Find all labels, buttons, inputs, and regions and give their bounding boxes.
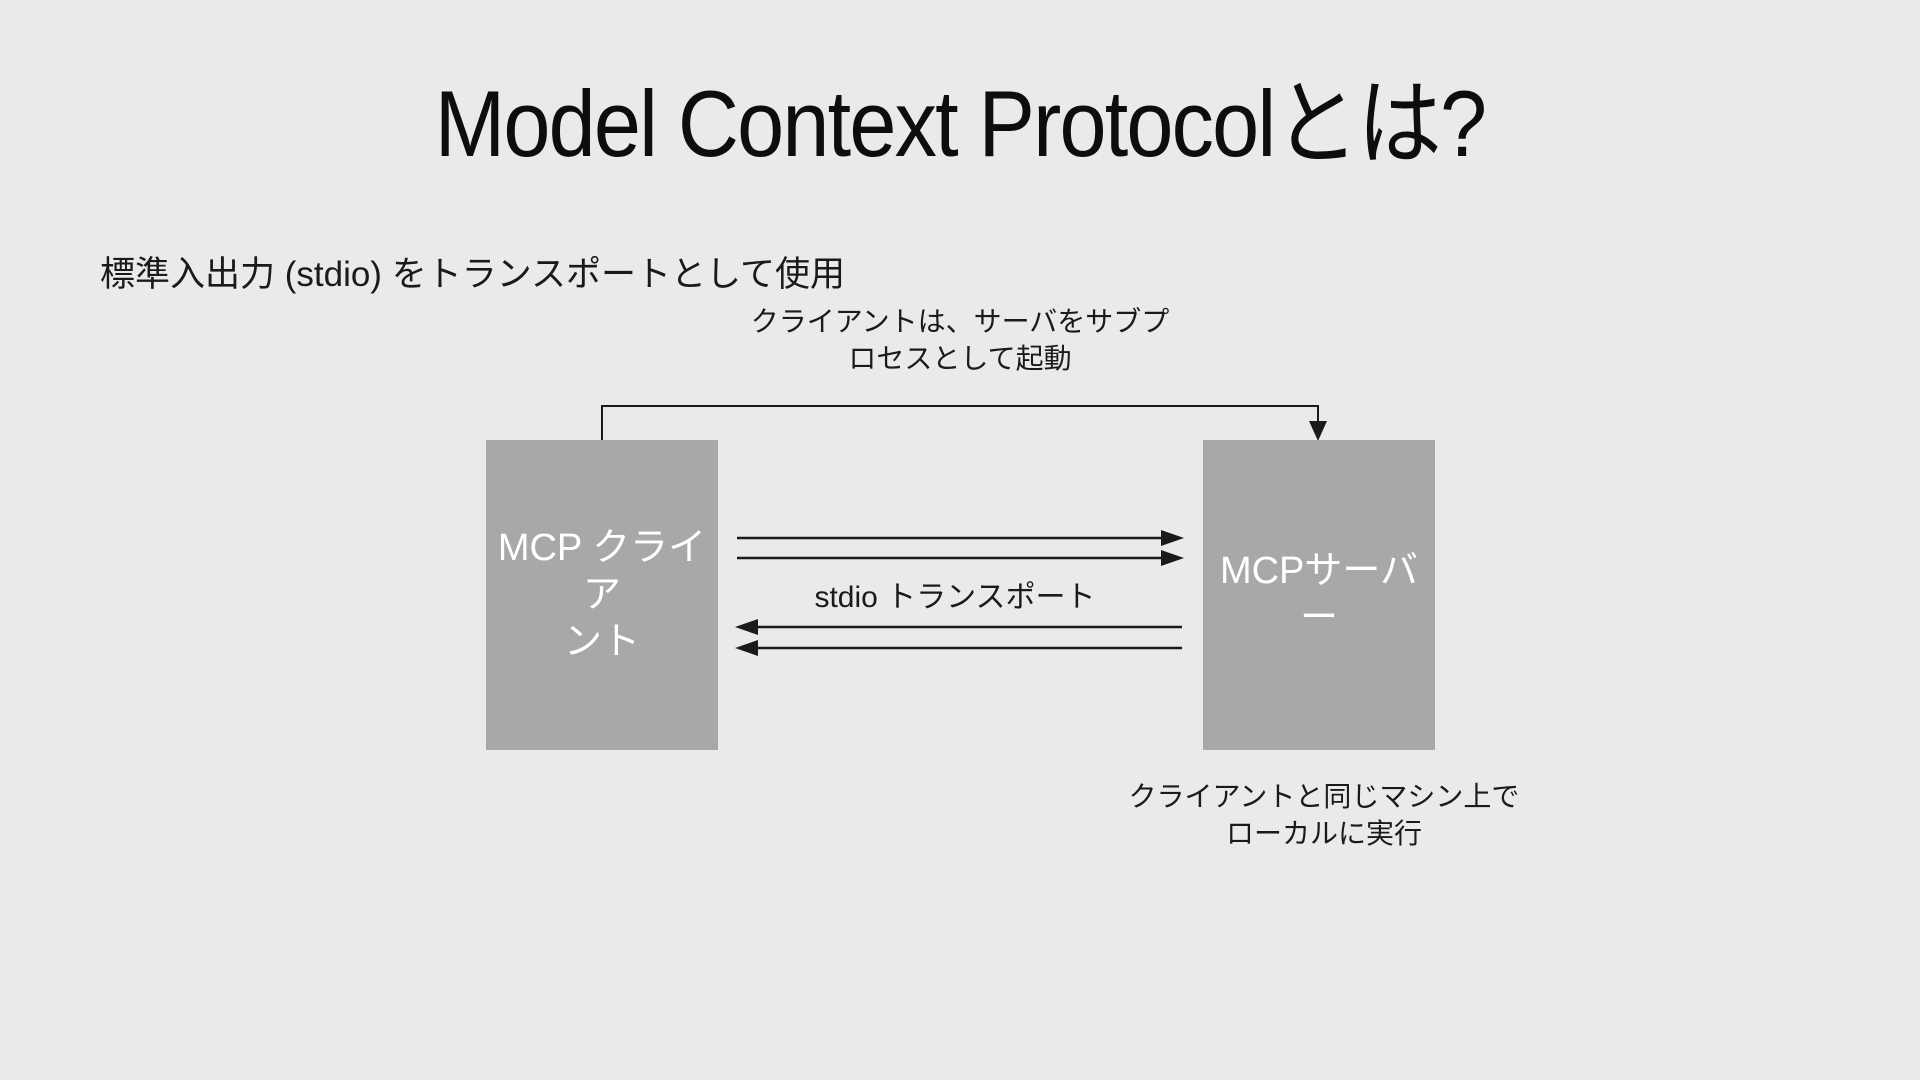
server-local-annotation-line-2: ローカルに実行 [1225, 818, 1422, 849]
response-arrow-2 [735, 640, 1182, 656]
mcp-client-label-line-1: MCP クライア [497, 526, 707, 616]
request-arrow-1 [737, 530, 1184, 546]
server-local-annotation-line-1: クライアントと同じマシン上で [1128, 781, 1520, 812]
slide-subtitle: 標準入出力 (stdio) をトランスポートとして使用 [100, 255, 845, 294]
request-arrow-2 [737, 550, 1184, 566]
stdio-transport-label: stdio トランスポート [814, 581, 1096, 614]
server-local-annotation: クライアントと同じマシン上で ローカルに実行 [1024, 778, 1624, 852]
spawn-annotation-line-1: クライアントは、サーバをサブプ [750, 306, 1170, 337]
mcp-client-box: MCP クライア ント [486, 440, 718, 750]
mcp-server-label: MCPサーバー [1219, 550, 1419, 639]
spawn-annotation-line-2: ロセスとして起動 [848, 343, 1072, 374]
mcp-client-label-line-2: ント [563, 620, 640, 663]
spawn-annotation: クライアントは、サーバをサブプ ロセスとして起動 [660, 303, 1260, 377]
spawn-connector-arrow [601, 405, 1327, 441]
response-arrow-1 [735, 619, 1182, 635]
mcp-server-box: MCPサーバー [1203, 440, 1435, 750]
page-title: Model Context Protocolとは? [434, 71, 1487, 176]
